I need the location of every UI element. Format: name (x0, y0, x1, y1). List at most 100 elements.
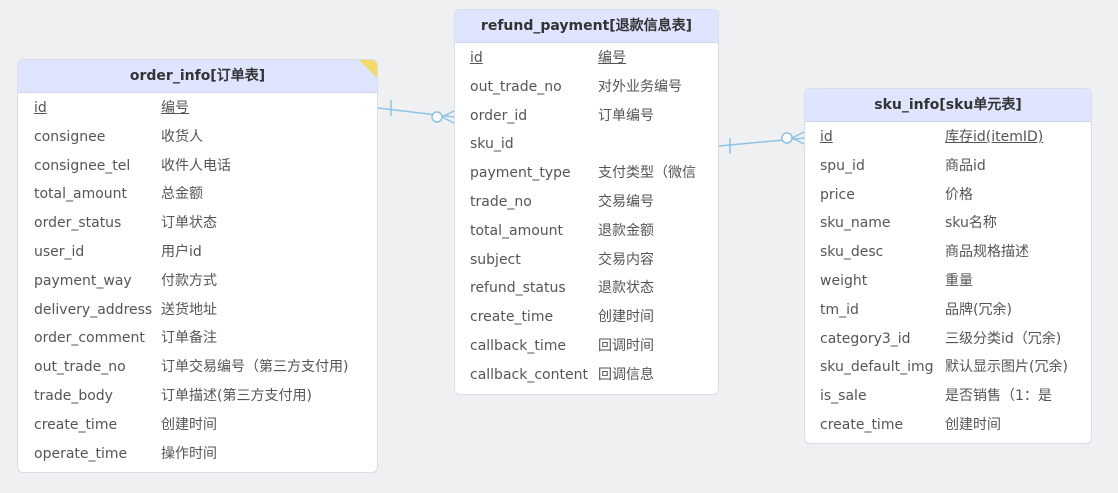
column-row[interactable]: sku_default_img 默认显示图片(冗余) (805, 353, 1091, 382)
column-row[interactable]: total_amount 总金额 (18, 180, 377, 209)
column-row[interactable]: delivery_address 送货地址 (18, 296, 377, 325)
column-comment: 默认显示图片(冗余) (945, 359, 1068, 376)
column-row[interactable]: price 价格 (805, 181, 1091, 210)
column-comment: 付款方式 (161, 272, 217, 289)
column-comment: 重量 (945, 272, 973, 289)
column-comment: 库存id(itemID) (945, 129, 1044, 145)
column-row[interactable]: payment_type 支付类型（微信 (455, 159, 718, 188)
column-comment: 送货地址 (161, 301, 217, 318)
column-row[interactable]: callback_time 回调时间 (455, 332, 718, 361)
column-name: total_amount (34, 186, 128, 203)
column-comment: 退款状态 (598, 280, 654, 297)
column-comment: 退款金额 (598, 222, 654, 239)
column-comment: 回调信息 (598, 366, 654, 383)
column-name: tm_id (820, 301, 859, 318)
column-row[interactable]: order_comment 订单备注 (18, 324, 377, 353)
column-name: refund_status (470, 280, 566, 297)
column-comment: 支付类型（微信 (598, 165, 696, 182)
column-comment: 订单备注 (161, 330, 217, 347)
column-row[interactable]: trade_body 订单描述(第三方支付用) (18, 382, 377, 411)
column-row[interactable]: refund_status 退款状态 (455, 274, 718, 303)
column-row[interactable]: weight 重量 (805, 267, 1091, 296)
column-name: weight (820, 272, 868, 289)
column-name: callback_content (470, 366, 588, 383)
column-name: trade_body (34, 387, 113, 404)
column-name: sku_name (820, 215, 891, 232)
note-fold-icon (359, 60, 377, 78)
column-comment: 编号 (598, 50, 626, 66)
column-name: price (820, 186, 855, 203)
column-name: order_id (470, 107, 528, 124)
column-row[interactable]: callback_content 回调信息 (455, 361, 718, 390)
column-name: sku_id (470, 136, 514, 153)
column-name: callback_time (470, 337, 566, 354)
column-row[interactable]: user_id 用户id (18, 238, 377, 267)
table-title-sku-info: sku_info[sku单元表] (805, 89, 1091, 122)
column-comment: 价格 (945, 186, 973, 203)
column-name: delivery_address (34, 301, 153, 318)
column-comment: 创建时间 (161, 416, 217, 433)
column-comment: 编号 (161, 100, 189, 116)
column-comment: 商品id (945, 157, 986, 174)
column-comment: 交易编号 (598, 193, 654, 210)
column-name: id (34, 100, 47, 116)
column-comment: 收件人电话 (161, 157, 231, 174)
column-name: category3_id (820, 330, 911, 347)
table-title-text: order_info[订单表] (129, 68, 266, 84)
column-name: out_trade_no (34, 359, 126, 376)
column-comment: 回调时间 (598, 337, 654, 354)
relation-order-info-refund-payment[interactable] (377, 100, 455, 124)
column-comment: 三级分类id（冗余) (945, 330, 1062, 347)
column-comment: 订单描述(第三方支付用) (161, 387, 312, 404)
column-name: is_sale (820, 388, 867, 405)
column-row[interactable]: out_trade_no 订单交易编号（第三方支付用) (18, 353, 377, 382)
column-comment: 用户id (161, 243, 202, 260)
primary-key-row[interactable]: id 编号 (18, 94, 377, 123)
column-name: subject (470, 251, 521, 268)
column-name: sku_default_img (820, 359, 934, 376)
column-comment: 总金额 (161, 186, 203, 203)
column-name: sku_desc (820, 244, 884, 261)
column-name: payment_type (470, 165, 571, 182)
relation-sku-info-refund-payment[interactable] (718, 131, 806, 154)
column-name: user_id (34, 243, 85, 260)
column-row[interactable]: payment_way 付款方式 (18, 267, 377, 296)
table-title-text: refund_payment[退款信息表] (480, 18, 693, 34)
column-row[interactable]: category3_id 三级分类id（冗余) (805, 325, 1091, 354)
column-name: payment_way (34, 272, 132, 289)
column-comment: 创建时间 (598, 309, 654, 326)
column-name: consignee (34, 128, 106, 145)
column-name: order_comment (34, 330, 145, 347)
table-title-refund-payment: refund_payment[退款信息表] (455, 10, 718, 43)
column-comment: 操作时间 (161, 445, 217, 462)
column-name: out_trade_no (470, 78, 562, 95)
column-row[interactable]: sku_id (455, 130, 718, 159)
column-comment: 订单交易编号（第三方支付用) (161, 359, 349, 376)
